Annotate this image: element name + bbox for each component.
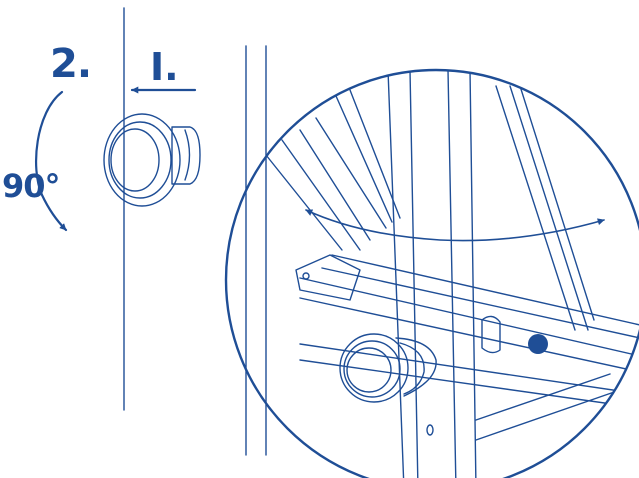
knob-magnified — [339, 333, 437, 403]
frame-rails — [245, 45, 267, 456]
rotate-clockwise-icon — [35, 90, 68, 232]
knob-small — [103, 113, 201, 207]
rotation-angle-label: 90° — [2, 167, 61, 205]
marker-dot — [528, 334, 548, 354]
zoom-circle — [224, 68, 639, 478]
step-push-label: I. — [150, 45, 179, 89]
double-arrow-icon — [305, 209, 605, 242]
magnified-detail — [261, 70, 639, 478]
step-rotate-label: 2. — [50, 41, 92, 87]
